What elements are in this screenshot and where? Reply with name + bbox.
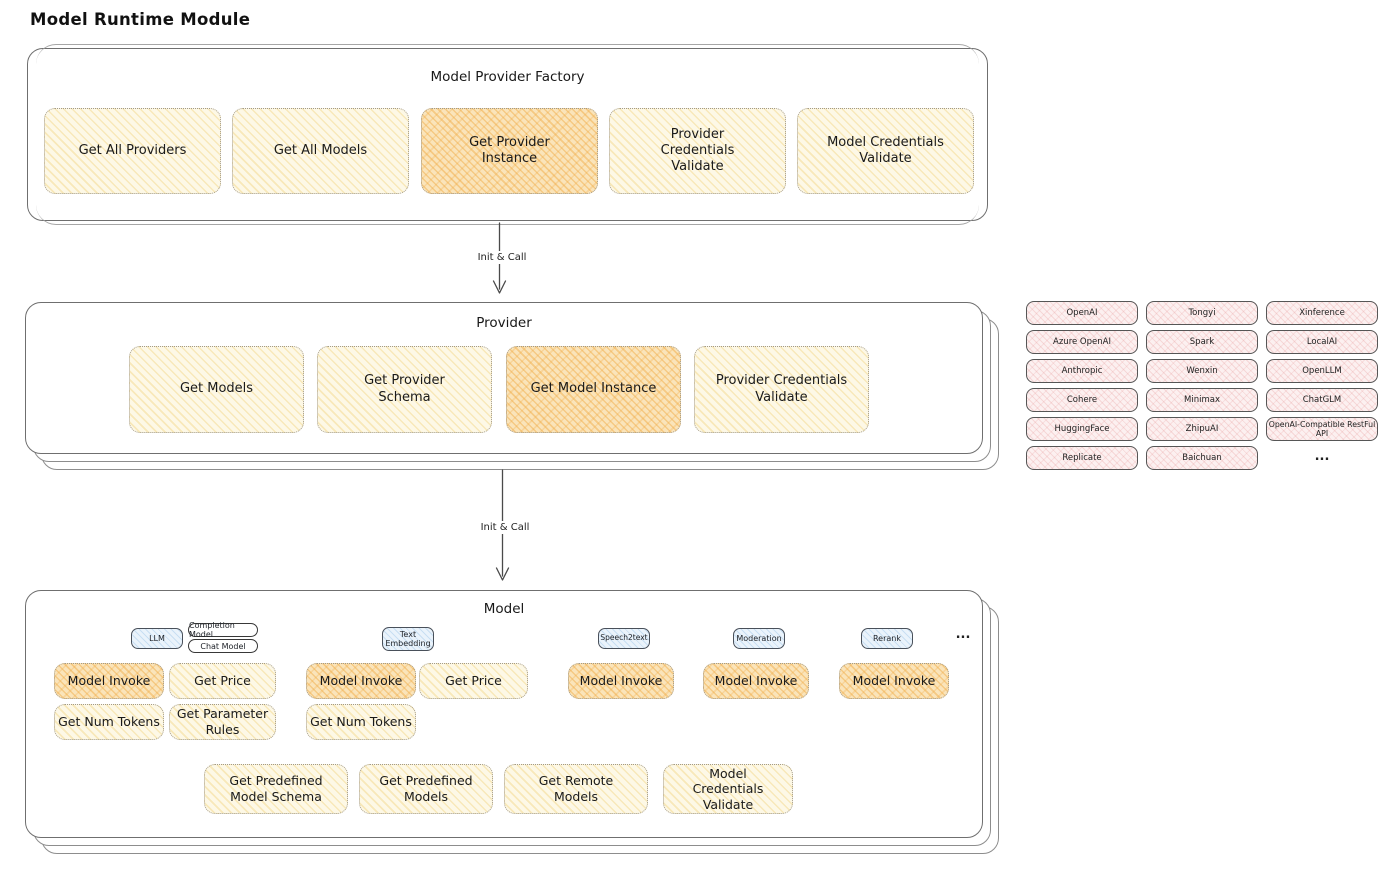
- provider-pill-tongyi: Tongyi: [1146, 301, 1258, 325]
- model-types-ellipsis: ...: [955, 627, 971, 642]
- chip-completion-model: Completion Model: [188, 621, 258, 639]
- node-te-get-price: Get Price: [419, 663, 528, 699]
- node-te-get-num-tokens: Get Num Tokens: [306, 704, 416, 740]
- provider-box: Provider Get Models Get Provider Schema …: [25, 302, 983, 454]
- provider-pill-minimax: Minimax: [1146, 388, 1258, 412]
- node-s2t-model-invoke: Model Invoke: [568, 663, 674, 699]
- provider-pill-azure-openai: Azure OpenAI: [1026, 330, 1138, 354]
- model-box: Model LLM Completion Model Chat Model Te…: [25, 590, 983, 838]
- provider-pill-openai-compatible: OpenAI-Compatible RestFul API: [1266, 417, 1378, 441]
- node-llm-get-price: Get Price: [169, 663, 276, 699]
- chip-chat-model: Chat Model: [188, 639, 258, 653]
- provider-pill-zhipuai: ZhipuAI: [1146, 417, 1258, 441]
- chip-speech2text: Speech2text: [598, 628, 650, 649]
- chip-text-embedding: Text Embedding: [382, 627, 434, 651]
- node-provider-credentials-validate-2: Provider Credentials Validate: [694, 346, 869, 433]
- node-get-provider-instance: Get Provider Instance: [421, 108, 598, 194]
- provider-pill-anthropic: Anthropic: [1026, 359, 1138, 383]
- provider-pill-spark: Spark: [1146, 330, 1258, 354]
- provider-pill-chatglm: ChatGLM: [1266, 388, 1378, 412]
- node-get-model-instance: Get Model Instance: [506, 346, 681, 433]
- node-get-all-models: Get All Models: [232, 108, 409, 194]
- node-llm-model-invoke: Model Invoke: [54, 663, 164, 699]
- arrow1-label: Init & Call: [466, 251, 538, 264]
- node-get-provider-schema: Get Provider Schema: [317, 346, 492, 433]
- node-get-predefined-models: Get Predefined Models: [359, 764, 493, 814]
- chip-rerank: Rerank: [861, 628, 913, 649]
- factory-box: Model Provider Factory Get All Providers…: [27, 44, 988, 225]
- node-llm-get-parameter-rules: Get Parameter Rules: [169, 704, 276, 740]
- provider-pill-replicate: Replicate: [1026, 446, 1138, 470]
- provider-pill-cohere: Cohere: [1026, 388, 1138, 412]
- node-provider-credentials-validate: Provider Credentials Validate: [609, 108, 786, 194]
- node-get-all-providers: Get All Providers: [44, 108, 221, 194]
- node-moderation-model-invoke: Model Invoke: [703, 663, 809, 699]
- node-model-credentials-validate: Model Credentials Validate: [797, 108, 974, 194]
- node-get-predefined-model-schema: Get Predefined Model Schema: [204, 764, 348, 814]
- node-te-model-invoke: Model Invoke: [306, 663, 416, 699]
- provider-pill-baichuan: Baichuan: [1146, 446, 1258, 470]
- provider-pill-openai: OpenAI: [1026, 301, 1138, 325]
- provider-pill-openllm: OpenLLM: [1266, 359, 1378, 383]
- provider-pill-huggingface: HuggingFace: [1026, 417, 1138, 441]
- node-llm-get-num-tokens: Get Num Tokens: [54, 704, 164, 740]
- node-get-remote-models: Get Remote Models: [504, 764, 648, 814]
- node-rerank-model-invoke: Model Invoke: [839, 663, 949, 699]
- node-model-credentials-validate-2: Model Credentials Validate: [663, 764, 793, 814]
- provider-pill-wenxin: Wenxin: [1146, 359, 1258, 383]
- chip-llm: LLM: [131, 628, 183, 649]
- chip-moderation: Moderation: [733, 628, 785, 649]
- provider-pill-xinference: Xinference: [1266, 301, 1378, 325]
- provider-grid-ellipsis: ...: [1314, 449, 1330, 464]
- page-title: Model Runtime Module: [30, 10, 251, 29]
- provider-pill-localai: LocalAI: [1266, 330, 1378, 354]
- model-box-title: Model: [483, 601, 525, 617]
- node-get-models: Get Models: [129, 346, 304, 433]
- factory-box-title: Model Provider Factory: [430, 69, 585, 85]
- provider-box-title: Provider: [476, 315, 532, 331]
- arrow2-label: Init & Call: [469, 521, 541, 534]
